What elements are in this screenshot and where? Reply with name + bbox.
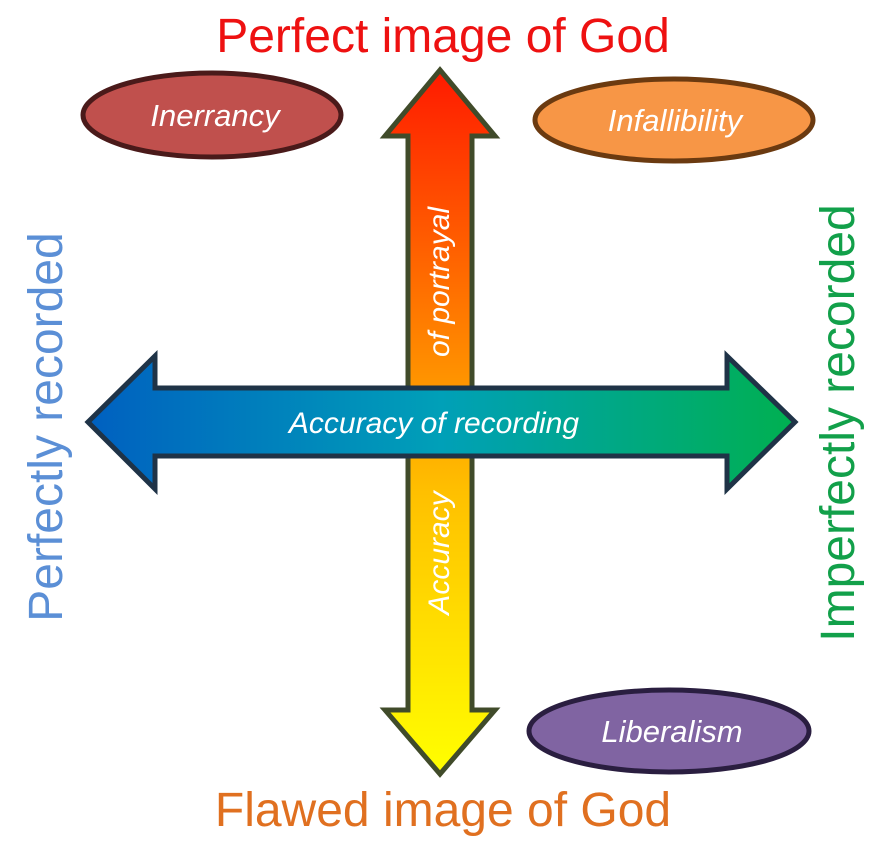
infallibility-position: Infallibility [532,76,816,164]
vertical-arrow-upper-label: of portrayal [423,206,456,357]
inerrancy-label: Inerrancy [150,98,282,133]
bottom-label: Flawed image of God [215,784,671,837]
top-label: Perfect image of God [216,10,670,63]
right-label: Imperfectly recorded [812,204,865,642]
liberalism-position: Liberalism [526,687,812,775]
left-label: Perfectly recorded [20,232,73,622]
infallibility-label: Infallibility [608,103,745,138]
horizontal-arrow-label: Accuracy of recording [287,407,579,440]
horizontal-arrow [84,350,799,496]
inerrancy-position: Inerrancy [80,70,344,160]
vertical-arrow-lower-label: Accuracy [423,489,456,616]
liberalism-label: Liberalism [601,714,742,749]
